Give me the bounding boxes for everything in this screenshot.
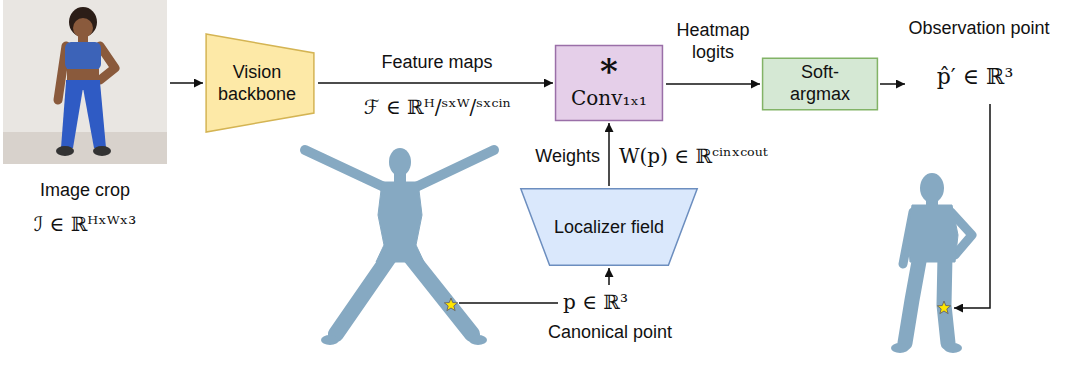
process-box: *Conv₁ₓ₁	[555, 45, 663, 121]
posed-body	[891, 173, 972, 353]
caption-text: Observation point	[898, 18, 1060, 40]
formula-text: p̂′ ∈ ℝ³	[915, 64, 1035, 90]
formula-text: W(p) ∈ ℝᶜⁱⁿˣᶜᵒᵘᵗ	[619, 144, 819, 168]
formula-text: ℱ ∈ ℝᴴ/ˢˣᵂ/ˢˣᶜⁱⁿ	[345, 95, 530, 119]
formula-text: ℐ ∈ ℝᴴˣᵂˣ³	[34, 212, 136, 236]
caption-text: Canonical point	[535, 322, 685, 344]
process-box: Vision backbone	[205, 33, 315, 133]
flow-arrow	[666, 83, 760, 85]
edge-label: Weights	[510, 146, 600, 168]
canonical-body	[305, 148, 494, 345]
edge-label: Feature maps	[372, 52, 502, 74]
point-input-arrow	[608, 268, 610, 285]
box-label: Soft-argmax	[784, 62, 856, 105]
canonical-leader	[459, 302, 558, 304]
caption-text: Image crop	[40, 180, 130, 202]
box-label: Vision backbone	[211, 61, 303, 106]
operator-symbol: *	[600, 56, 618, 87]
observation-leader	[954, 104, 990, 308]
box-outline	[205, 33, 315, 133]
photo	[3, 0, 167, 164]
flow-arrow	[318, 82, 553, 84]
edge-label: Heatmap logits	[667, 20, 759, 63]
formula-text: p ∈ ℝ³	[563, 290, 663, 314]
output-arrow	[880, 83, 905, 85]
flow-arrow	[170, 82, 203, 84]
box-label: Conv₁ₓ₁	[571, 86, 647, 110]
image-node: Image crop ℐ ∈ ℝᴴˣᵂˣ³	[3, 0, 167, 250]
process-box: Soft-argmax	[762, 58, 878, 110]
flow-arrow	[608, 123, 610, 186]
process-box: Localizer field	[519, 188, 699, 266]
box-label: Localizer field	[554, 216, 664, 239]
